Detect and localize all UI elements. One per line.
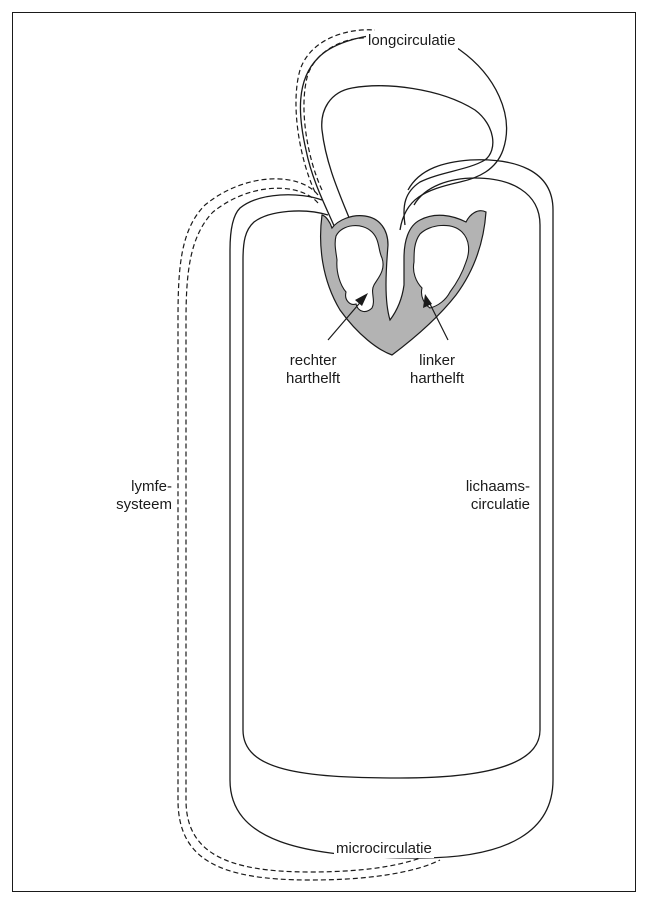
label-rechter-harthelft: rechter harthelft <box>286 352 340 388</box>
label-rechter-line2: harthelft <box>286 370 340 388</box>
label-lymfe-line1: lymfe- <box>112 478 172 496</box>
label-lymfe-line2: systeem <box>112 496 172 514</box>
label-lichaamscirculatie: lichaams- circulatie <box>448 478 530 514</box>
lymph-system-lines <box>178 30 440 880</box>
left-heart-chamber <box>413 225 468 308</box>
heart <box>321 211 486 355</box>
label-linker-line2: harthelft <box>410 370 464 388</box>
label-rechter-line1: rechter <box>286 352 340 370</box>
label-lymfesysteem: lymfe- systeem <box>112 478 172 514</box>
label-lichaams-line2: circulatie <box>448 496 530 514</box>
lymph-line-inner <box>186 188 432 872</box>
pulmonary-outer-vessel <box>300 34 506 230</box>
pulmonary-inner-vessel <box>322 86 493 225</box>
label-linker-line1: linker <box>410 352 464 370</box>
label-linker-harthelft: linker harthelft <box>410 352 464 388</box>
pulmonary-circulation <box>300 34 506 230</box>
label-microcirculatie: microcirculatie <box>334 840 434 858</box>
lymph-pulmonary-inner <box>304 38 372 190</box>
label-lichaams-line1: lichaams- <box>448 478 530 496</box>
lymph-pulmonary-outer <box>296 30 375 192</box>
lymph-line-outer <box>178 179 440 880</box>
label-longcirculatie: longcirculatie <box>366 32 458 50</box>
